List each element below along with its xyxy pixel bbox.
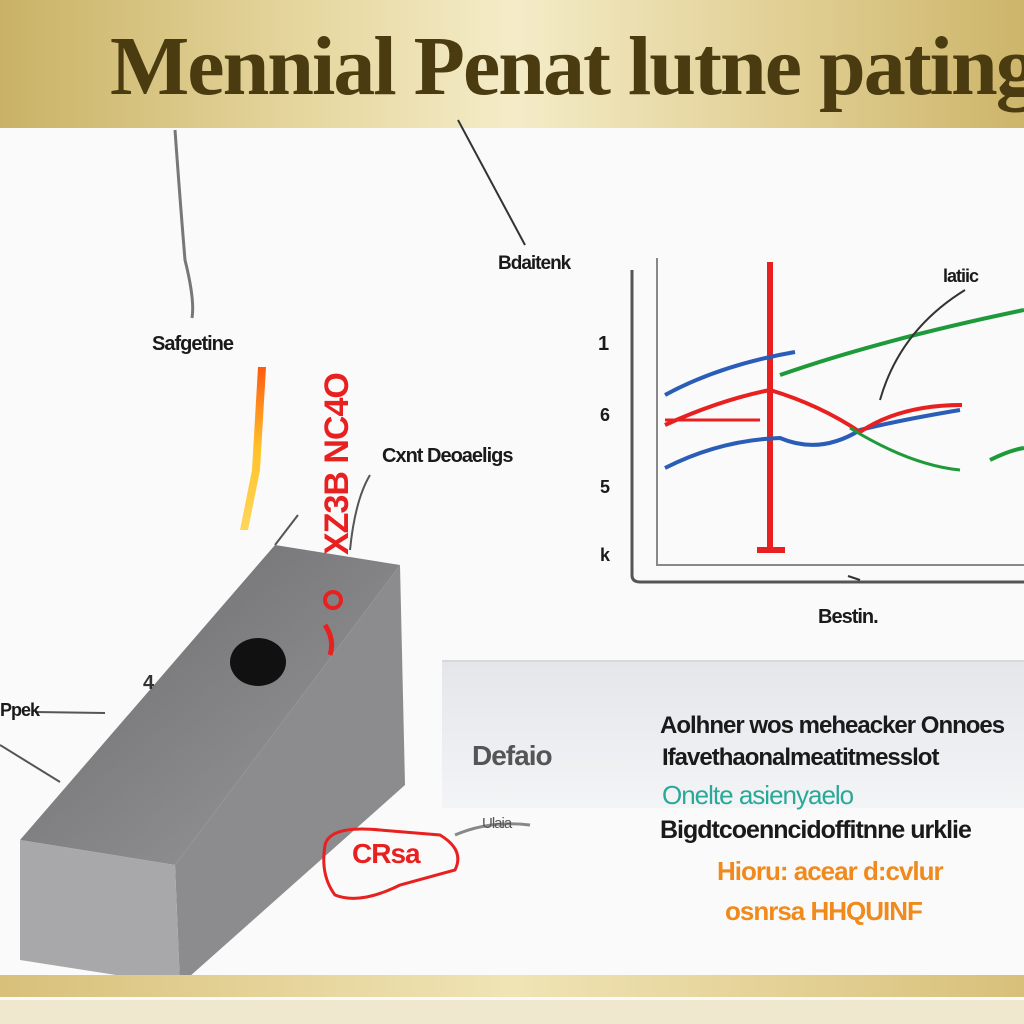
label-box-left: Ppek [0,700,40,720]
chart-frame [656,258,1024,566]
blue-curve [664,408,961,470]
label-bdaitenk: Bdaitenk [498,253,571,274]
title-banner [0,0,1024,128]
stamp-text: CRsa [352,838,421,869]
pin-icon [323,590,343,610]
small-note: Ulaia [482,815,512,832]
chart-tick: 5 [600,477,610,497]
leader-line [457,119,526,246]
chart-axis [630,270,1024,584]
label-chart-right: latiic [943,266,979,286]
chart-x-label: Bestin. [818,606,879,628]
leader-line [349,474,371,551]
leader-line [0,744,61,783]
leader-line [34,711,106,714]
stamp-icon [322,827,460,900]
panel-line: Hioru: acear d:cvlur [717,856,944,886]
footer-stripe [0,975,1024,997]
chart-tick: 1 [598,333,609,355]
label-vertical-red: XZ3B NC4O [318,373,356,555]
chart-tick: k [600,545,610,565]
leader-line [879,289,966,401]
green-curve [989,446,1024,462]
green-curve [779,308,1024,377]
label-box-mark: 4 [143,672,154,694]
chart-tick: 6 [600,405,610,425]
red-marker-line [757,262,785,553]
info-panel [442,660,1024,808]
box-top-face [20,545,400,865]
red-curve [664,387,963,435]
orange-bar [240,367,266,530]
label-safgetine: Safgetine [152,333,234,355]
box-front-face [20,840,180,985]
label-cont: Cxnt Deoaeligs [382,445,513,467]
panel-line: Ifavethaonalmeatitmesslot [662,744,939,771]
panel-line: Onelte asienyaelo [662,780,854,810]
panel-line: Bigdtcoenncidoffitnne urklie [660,816,972,844]
panel-heading: Defaio [472,740,553,771]
chart [630,258,1024,584]
box-hole [230,638,286,686]
panel-line: osnrsa HHQUINF [725,896,923,926]
leader-line [173,129,195,319]
page-title: Mennial Penat lutne pating [110,20,1024,113]
panel-line: Aolhner wos meheacker Onnoes [660,712,1005,739]
box-right-face [175,565,405,985]
blue-curve [664,350,796,397]
leader-line [274,514,299,546]
green-curve [849,426,961,472]
footer-band [0,1000,1024,1024]
